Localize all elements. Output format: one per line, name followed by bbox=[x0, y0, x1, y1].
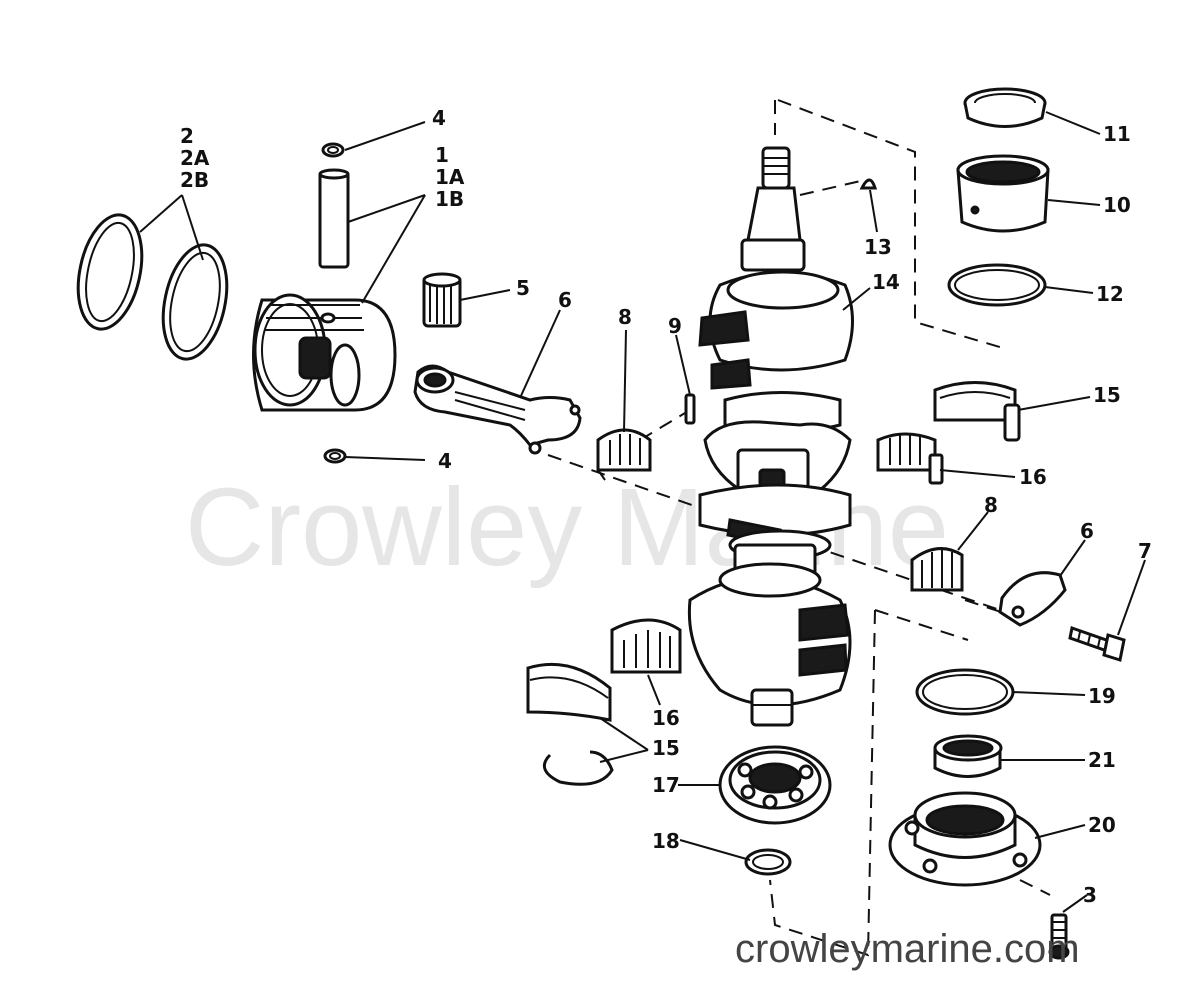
callout-5: 5 bbox=[516, 276, 530, 300]
piston-pin[interactable] bbox=[318, 168, 350, 269]
connecting-rod-cap[interactable] bbox=[998, 571, 1067, 627]
rod-bolt[interactable] bbox=[1068, 626, 1126, 662]
woodruff-key[interactable] bbox=[859, 178, 878, 190]
callout-20: 20 bbox=[1088, 813, 1116, 837]
callout-18: 18 bbox=[652, 829, 680, 853]
callout-10: 10 bbox=[1103, 193, 1131, 217]
callout-11: 11 bbox=[1103, 122, 1131, 146]
callout-6-left: 6 bbox=[558, 288, 572, 312]
leader-lines bbox=[139, 111, 1146, 913]
upper-seal[interactable] bbox=[963, 87, 1047, 128]
callout-2a: 2A bbox=[180, 146, 210, 170]
o-ring[interactable] bbox=[947, 263, 1047, 307]
main-needle-bearing-bottom[interactable] bbox=[610, 618, 682, 674]
callout-2: 2 bbox=[180, 124, 194, 148]
callout-9: 9 bbox=[668, 314, 682, 338]
callout-16-right: 16 bbox=[1019, 465, 1047, 489]
callout-15-bottom: 15 bbox=[652, 736, 680, 760]
callout-8-left: 8 bbox=[618, 305, 632, 329]
callout-6-right: 6 bbox=[1080, 519, 1094, 543]
piston[interactable] bbox=[252, 293, 397, 412]
dowel-pin[interactable] bbox=[684, 393, 696, 425]
lower-retaining-ring[interactable] bbox=[744, 848, 792, 876]
callout-8-right: 8 bbox=[984, 493, 998, 517]
housing-screw[interactable] bbox=[1048, 913, 1070, 960]
piston-pin-retainer-bottom[interactable] bbox=[323, 448, 347, 464]
lower-seal[interactable] bbox=[933, 734, 1003, 778]
callout-14: 14 bbox=[872, 270, 900, 294]
callout-13: 13 bbox=[864, 235, 892, 259]
callout-2b: 2B bbox=[180, 168, 209, 192]
callout-19: 19 bbox=[1088, 684, 1116, 708]
callout-17: 17 bbox=[652, 773, 680, 797]
callout-1a: 1A bbox=[435, 165, 465, 189]
piston-rings[interactable] bbox=[69, 209, 237, 365]
lower-ball-bearing[interactable] bbox=[718, 745, 832, 825]
callout-16-bottom: 16 bbox=[652, 706, 680, 730]
rod-needle-bearing-right[interactable] bbox=[910, 547, 964, 592]
callout-12: 12 bbox=[1096, 282, 1124, 306]
bearing-retaining-ring[interactable] bbox=[542, 750, 614, 786]
main-bearing-race-upper[interactable] bbox=[933, 381, 1021, 442]
callout-4-bottom: 4 bbox=[438, 449, 452, 473]
callout-7: 7 bbox=[1138, 539, 1152, 563]
lower-bearing-housing[interactable] bbox=[888, 791, 1042, 887]
wrist-pin-needle-bearing[interactable] bbox=[422, 272, 462, 328]
main-bearing-race-lower[interactable] bbox=[526, 662, 612, 722]
site-mark: crowleymarine.com bbox=[735, 927, 1080, 971]
callout-1: 1 bbox=[435, 143, 449, 167]
connecting-rod[interactable] bbox=[413, 364, 582, 455]
rod-needle-bearing-left[interactable] bbox=[596, 428, 652, 481]
callout-15-top: 15 bbox=[1093, 383, 1121, 407]
piston-pin-retainer-top[interactable] bbox=[321, 142, 345, 158]
callout-4-top: 4 bbox=[432, 106, 446, 130]
callout-3: 3 bbox=[1083, 883, 1097, 907]
crankshaft[interactable] bbox=[687, 146, 854, 727]
callout-labels: 2 2A 2B 4 1 1A 1B 5 6 8 9 4 11 10 13 14 … bbox=[180, 106, 1152, 907]
callout-21: 21 bbox=[1088, 748, 1116, 772]
lower-o-ring[interactable] bbox=[915, 668, 1015, 716]
upper-main-bearing[interactable] bbox=[956, 154, 1050, 233]
callout-1b: 1B bbox=[435, 187, 464, 211]
main-needle-bearing-right[interactable] bbox=[876, 432, 944, 485]
